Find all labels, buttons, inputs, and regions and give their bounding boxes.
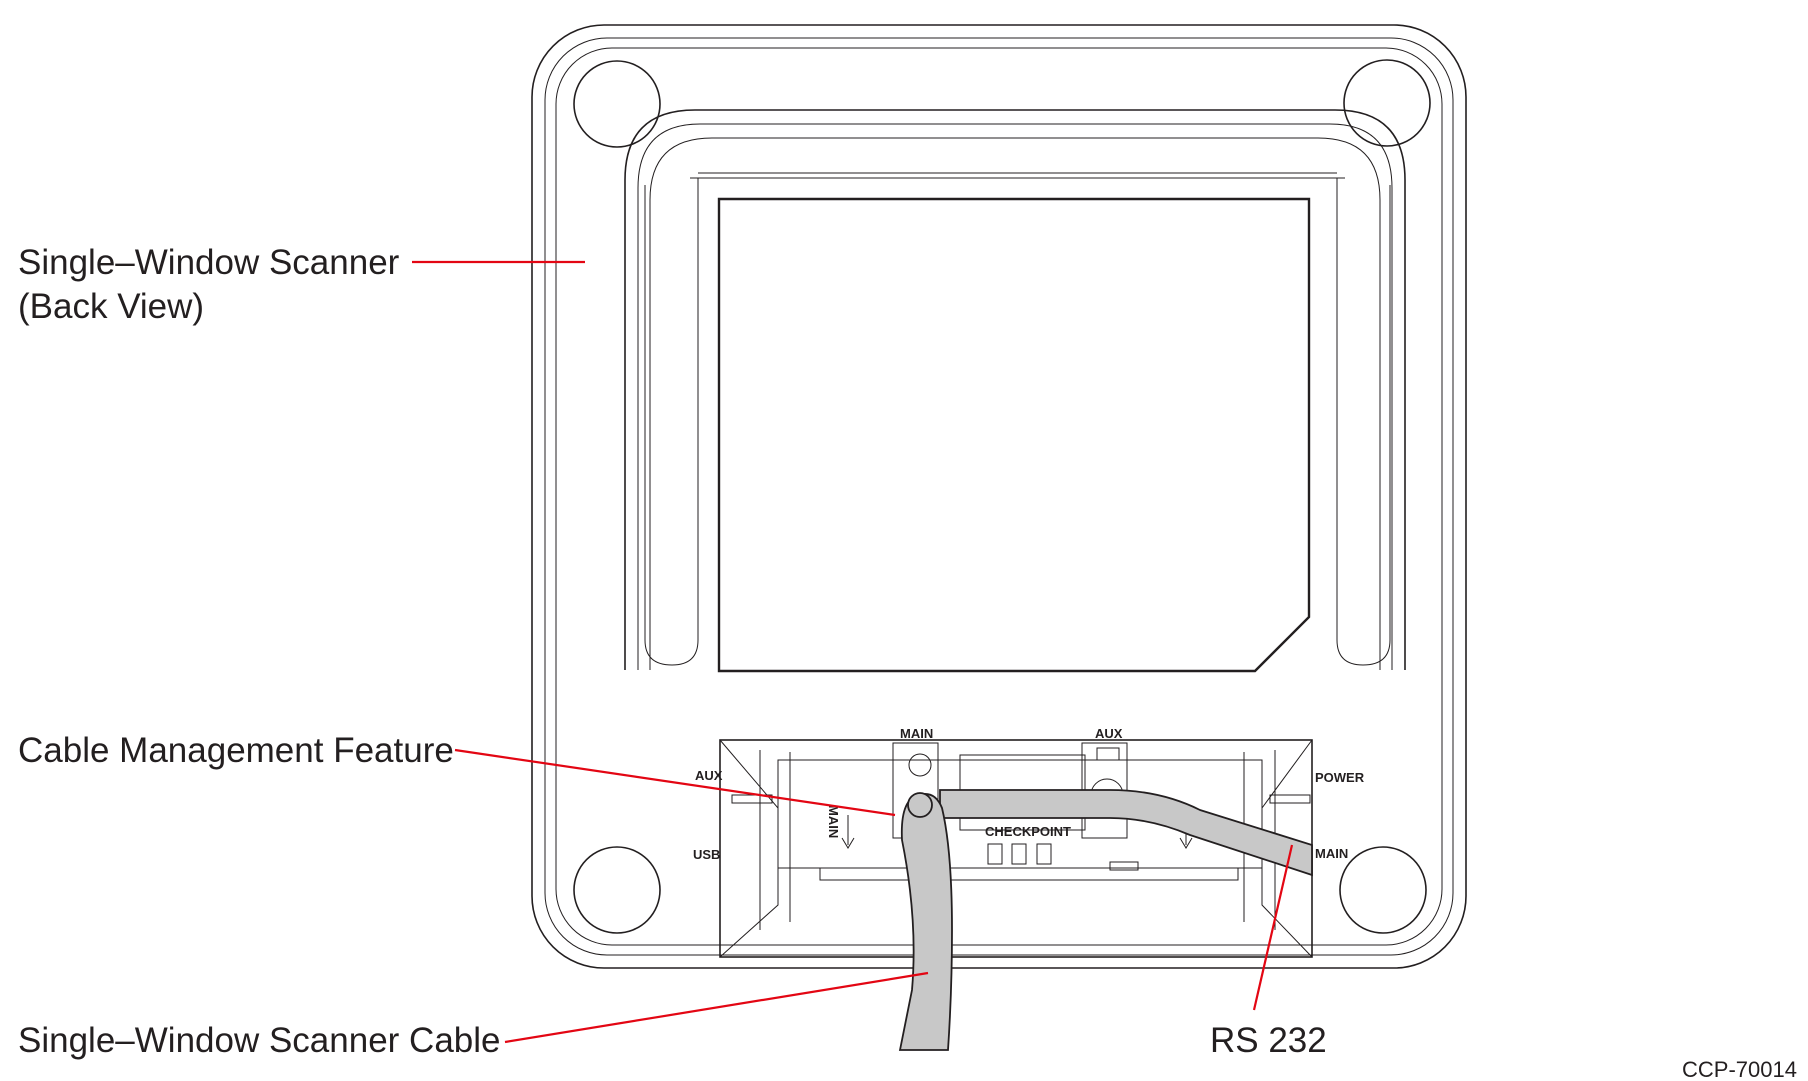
- callouts: Single–Window Scanner (Back View) Cable …: [18, 243, 1797, 1081]
- usb-port-label: USB: [693, 847, 720, 862]
- scanner-cable-label: Single–Window Scanner Cable: [18, 1021, 501, 1060]
- scanner-cable: [898, 793, 953, 1051]
- scanner-housing: [531, 24, 1467, 969]
- port-labels: AUX USB MAIN MAIN AUX POWER MAIN CHECKPO…: [693, 726, 1365, 862]
- main-right-port-label: MAIN: [1315, 846, 1348, 861]
- cable-management-leader: [454, 748, 896, 817]
- corner-feet: [573, 59, 1431, 934]
- main-top-port-label: MAIN: [900, 726, 933, 741]
- inner-frame: [624, 109, 1406, 670]
- main-rotated-port-label: MAIN: [826, 805, 841, 838]
- aux-left-port-label: AUX: [695, 768, 723, 783]
- rs232-leader: [1252, 844, 1294, 1011]
- rs232-label: RS 232: [1210, 1021, 1327, 1060]
- rs232-cable: [939, 789, 1313, 877]
- scan-window: [717, 197, 1311, 673]
- checkpoint-label: CHECKPOINT: [985, 824, 1071, 839]
- scanner-label: Single–Window Scanner: [18, 243, 400, 282]
- scanner-cable-leader: [504, 971, 929, 1044]
- cables: [898, 789, 1313, 1051]
- power-port-label: POWER: [1315, 770, 1365, 785]
- aux-top-port-label: AUX: [1095, 726, 1123, 741]
- cable-management-label: Cable Management Feature: [18, 731, 454, 770]
- figure-id: CCP-70014: [1682, 1057, 1797, 1081]
- leader-lines: [412, 260, 1294, 1044]
- connector-bay: [719, 739, 1313, 958]
- back-view-label: (Back View): [18, 287, 204, 326]
